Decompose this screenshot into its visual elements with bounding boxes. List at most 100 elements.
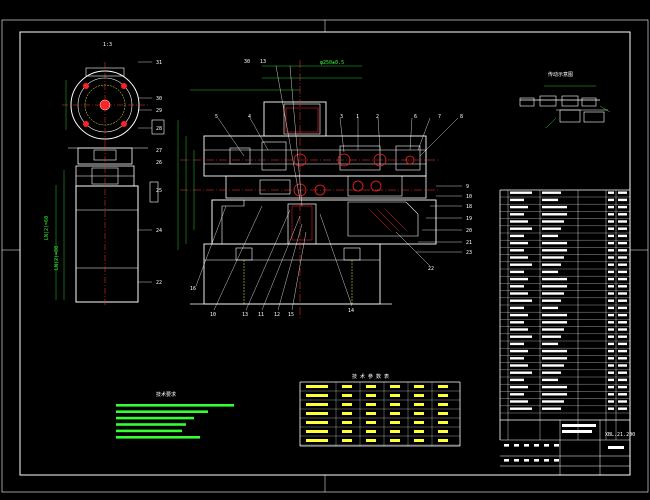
tech-table-cell-text xyxy=(438,412,448,415)
motor-side-view: LN(2)=60 LN(2)=80 xyxy=(44,145,159,305)
parts-list-cell-text xyxy=(608,234,614,238)
title-block-cell-text xyxy=(514,444,519,447)
transmission-diagram: 传动示意图 xyxy=(519,71,611,129)
tech-parameter-table: 技 术 参 数 表 xyxy=(299,373,461,447)
main-assembly-section: φ250±0.5 xyxy=(177,60,459,318)
parts-list-cell-text xyxy=(510,241,528,245)
title-block-cell-text xyxy=(534,444,539,447)
parts-list-cell-text xyxy=(510,400,528,403)
parts-list-cell-text xyxy=(542,393,567,396)
parts-list-cell-text xyxy=(542,335,561,338)
parts-list-cell-text xyxy=(542,357,567,360)
parts-list-cell-text xyxy=(608,249,614,252)
svg-text:8: 8 xyxy=(460,114,463,120)
parts-list-cell-text xyxy=(510,357,524,360)
parts-list-cell-text xyxy=(618,285,627,288)
parts-list-cell-text xyxy=(618,213,627,216)
parts-list-cell-text xyxy=(510,378,524,382)
parts-list-cell-text xyxy=(510,234,524,238)
parts-list-cell-text xyxy=(542,349,567,353)
title-block-cell-text xyxy=(514,459,519,462)
parts-list-cell-text xyxy=(618,378,627,382)
tech-table-cell-text xyxy=(438,421,448,424)
parts-list-cell-text xyxy=(618,357,627,360)
parts-list-cell-text xyxy=(618,234,627,238)
parts-list-cell-text xyxy=(618,407,627,410)
parts-list-cell-text xyxy=(618,256,627,259)
svg-text:13: 13 xyxy=(260,59,266,65)
title-block-cell-text xyxy=(608,446,624,449)
tech-table-cell-text xyxy=(342,430,352,433)
tech-table-cell-text xyxy=(306,403,328,406)
tech-table-cell-text xyxy=(342,412,352,415)
parts-list-cell-text xyxy=(510,371,532,374)
parts-list-cell-text xyxy=(510,191,532,194)
parts-list-cell-text xyxy=(608,400,614,403)
parts-list-cell-text xyxy=(608,213,614,216)
parts-list-cell-text xyxy=(542,328,564,331)
svg-text:25: 25 xyxy=(156,188,162,194)
title-block-cell-text xyxy=(544,444,549,447)
parts-list-cell-text xyxy=(608,313,614,317)
parts-list-cell-text xyxy=(618,241,627,245)
parts-list-cell-text xyxy=(542,256,564,259)
title-block-cell-text xyxy=(544,459,549,462)
parts-list-cell-text xyxy=(510,205,528,209)
svg-text:技术要求: 技术要求 xyxy=(156,391,176,398)
parts-list-cell-text xyxy=(618,364,627,367)
parts-list-cell-text xyxy=(510,335,532,338)
tech-table-cell-text xyxy=(414,421,424,424)
parts-list-cell-text xyxy=(542,191,561,194)
parts-list-cell-text xyxy=(510,313,528,317)
tech-table-cell-text xyxy=(342,421,352,424)
parts-list-cell-text xyxy=(542,342,558,346)
tech-table-cell-text xyxy=(366,430,376,433)
parts-list-cell-text xyxy=(542,220,564,223)
parts-list-cell-text xyxy=(510,249,524,252)
svg-text:26: 26 xyxy=(156,160,162,166)
parts-list-cell-text xyxy=(542,299,561,302)
svg-text:φ250±0.5: φ250±0.5 xyxy=(320,60,344,66)
parts-list-cell-text xyxy=(618,292,627,295)
parts-list-cell-text xyxy=(510,321,524,324)
parts-list-cell-text xyxy=(618,349,627,353)
tech-table-cell-text xyxy=(414,439,424,442)
svg-text:10: 10 xyxy=(210,312,216,318)
parts-list-cell-text xyxy=(608,285,614,288)
svg-text:16: 16 xyxy=(190,286,196,292)
parts-list-cell-text xyxy=(542,378,558,382)
parts-list-cell-text xyxy=(510,270,524,274)
parts-list-cell-text xyxy=(510,342,524,346)
svg-text:LN(2)=60: LN(2)=60 xyxy=(44,216,50,240)
tech-table-cell-text xyxy=(366,439,376,442)
parts-list-cell-text xyxy=(618,299,627,302)
parts-list-cell-text xyxy=(618,227,627,230)
tech-table-cell-text xyxy=(342,439,352,442)
svg-text:传动示意图: 传动示意图 xyxy=(548,71,573,78)
parts-list-cell-text xyxy=(618,270,627,274)
tech-table-cell-text xyxy=(390,394,400,397)
parts-list-cell-text xyxy=(510,385,528,389)
tech-table-cell-text xyxy=(438,394,448,397)
tech-table-cell-text xyxy=(306,394,328,397)
svg-text:14: 14 xyxy=(348,308,354,314)
svg-text:22: 22 xyxy=(428,266,434,272)
tech-table-cell-text xyxy=(390,412,400,415)
parts-list-cell-text xyxy=(618,220,627,223)
parts-list-cell-text xyxy=(510,198,524,202)
parts-list-cell-text xyxy=(618,191,627,194)
svg-text:15: 15 xyxy=(288,312,294,318)
parts-list-cell-text xyxy=(510,227,532,230)
parts-list-cell-text xyxy=(618,263,627,266)
title-block-cell-text xyxy=(504,444,509,447)
svg-text:10: 10 xyxy=(466,194,472,200)
notes-line xyxy=(116,429,182,433)
parts-list-cell-text xyxy=(510,393,524,396)
svg-text:30: 30 xyxy=(156,96,162,102)
parts-list-cell-text xyxy=(608,191,614,194)
parts-list-cell-text xyxy=(542,292,564,295)
parts-list-cell-text xyxy=(510,213,524,216)
tech-table-cell-text xyxy=(414,403,424,406)
parts-list-cell-text xyxy=(608,349,614,353)
parts-list-cell-text xyxy=(542,306,558,310)
